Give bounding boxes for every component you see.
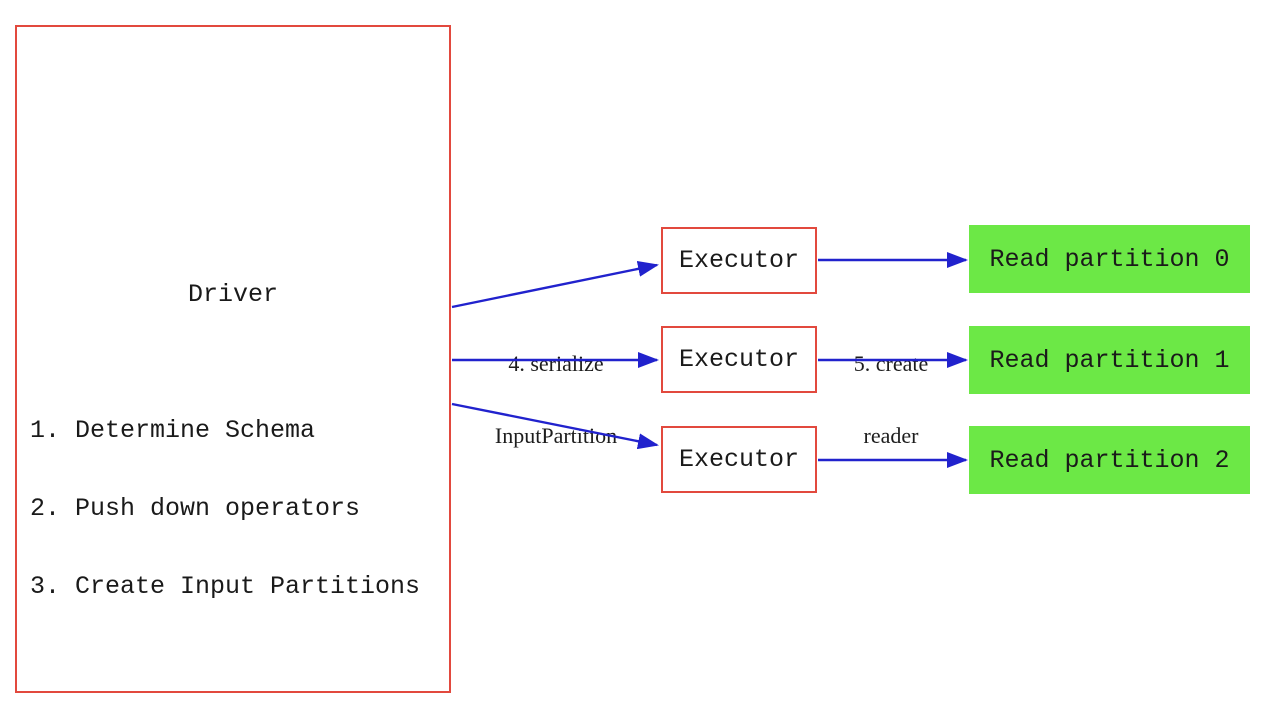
read-partition-box-2: Read partition 2 [969,426,1250,494]
driver-step-1: 1. Determine Schema [30,416,316,445]
serialize-label-line1: 4. serialize [508,351,604,376]
reader-label-line1: 5. create [853,351,929,376]
read-partition-label-2: Read partition 2 [989,445,1230,475]
driver-title: Driver [187,280,278,309]
executor-label-2: Executor [678,345,800,374]
serialize-label-line2: InputPartition [494,423,618,448]
serialize-inputpartition-label: 4. serialize InputPartition [446,304,666,496]
create-reader-label: 5. create reader [811,304,971,496]
executor-box-3: Executor [661,426,817,493]
read-partition-label-0: Read partition 0 [989,244,1230,274]
executor-label-1: Executor [678,246,800,275]
arrow-driver-to-executor-1 [451,260,659,309]
executor-label-3: Executor [678,445,800,474]
driver-step-3: 3. Create Input Partitions [30,572,421,601]
read-partition-label-1: Read partition 1 [989,345,1230,375]
driver-steps-list: 1. Determine Schema 2. Push down operato… [30,366,420,652]
executor-box-2: Executor [661,326,817,393]
driver-box: Driver 1. Determine Schema 2. Push down … [15,25,451,693]
executor-box-1: Executor [661,227,817,294]
reader-label-line2: reader [863,423,919,448]
read-partition-box-1: Read partition 1 [969,326,1250,394]
read-partition-box-0: Read partition 0 [969,225,1250,293]
driver-step-2: 2. Push down operators [30,494,361,523]
